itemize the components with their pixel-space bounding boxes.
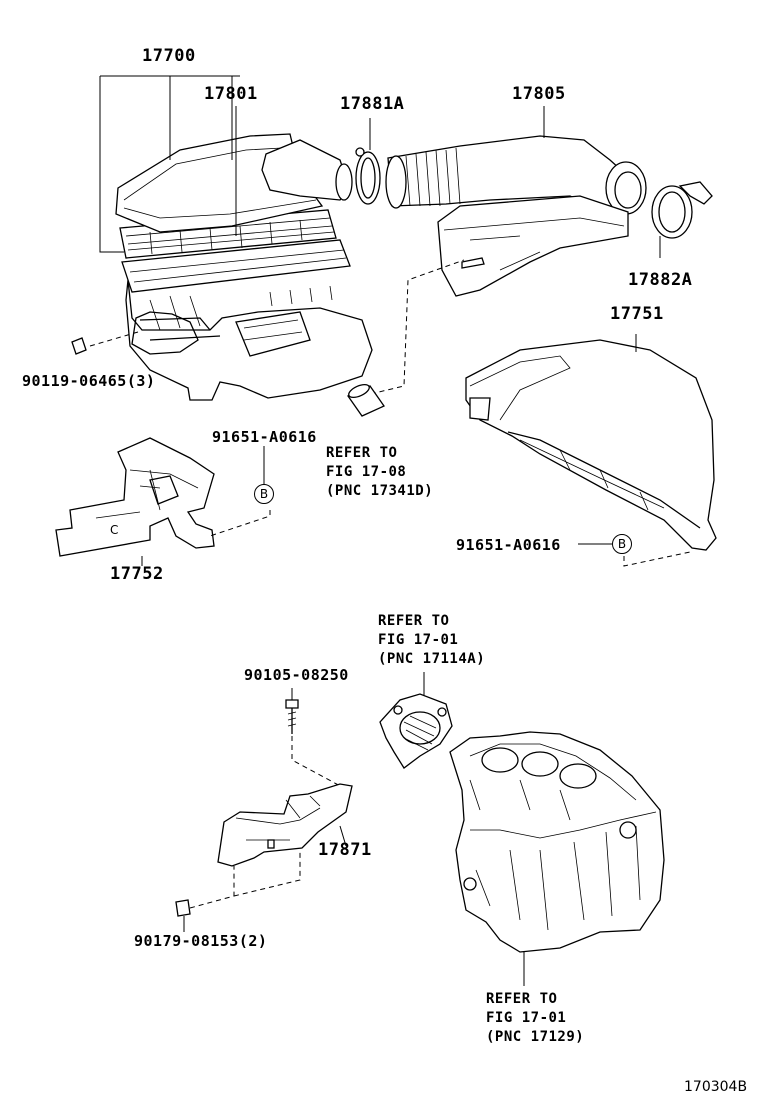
bracket-17871 [217,783,353,867]
part-number-90105: 90105-08250 [244,666,349,684]
dash-bolt-90105 [291,736,345,789]
ref-line-1: REFER TO [378,613,450,629]
part-number-17801: 17801 [204,84,258,104]
reference-mark-b-left: B [254,484,274,504]
leader-17700 [99,75,240,253]
hose-clamp-17881a [355,118,381,205]
dash-b-left [209,510,271,537]
bolt-90119 [71,337,87,355]
hose-clamp-17882a [651,181,713,258]
ref-line-2: FIG 17-01 [486,1010,567,1026]
ref-line-2: FIG 17-01 [378,632,459,648]
part-number-90119: 90119-06465(3) [22,372,156,390]
dash-bolt-90179 [189,852,301,909]
reference-mark-b-right: B [612,534,632,554]
part-number-17882a: 17882A [628,270,693,290]
gasket-17114a [379,672,453,769]
part-number-17751: 17751 [610,304,664,324]
ref-line-1: REFER TO [326,445,398,461]
part-number-17752: 17752 [110,564,164,584]
bracket-letter: C [110,523,119,537]
air-cleaner-assembly [115,133,373,401]
ref-line-2: FIG 17-08 [326,464,407,480]
refer-to-fig-17-08: REFER TO FIG 17-08 (PNC 17341D) [326,444,433,501]
part-number-91651-right: 91651-A0616 [456,536,561,554]
ref-line-3: (PNC 17129) [486,1029,585,1045]
hose-17-08 [347,383,385,417]
part-number-17881a: 17881A [340,94,405,114]
bracket-17752 [55,437,215,566]
dash-b-right [623,551,691,567]
part-number-90179: 90179-08153(2) [134,932,268,950]
part-number-17700: 17700 [142,46,196,66]
refer-to-fig-17-01-manifold: REFER TO FIG 17-01 (PNC 17129) [486,990,584,1047]
refer-to-fig-17-01-gasket: REFER TO FIG 17-01 (PNC 17114A) [378,612,485,669]
bolt-90179 [175,899,191,932]
intake-hose-17805 [385,135,647,297]
bolt-90105 [285,688,299,734]
part-number-91651-left: 91651-A0616 [212,428,317,446]
diagram-code: 170304B [684,1079,748,1095]
dash-ref-17-08 [361,259,465,397]
air-duct-17751 [465,334,717,551]
ref-line-1: REFER TO [486,991,558,1007]
intake-manifold-17129 [449,731,665,986]
part-number-17871: 17871 [318,840,372,860]
ref-line-3: (PNC 17341D) [326,483,434,499]
ref-line-3: (PNC 17114A) [378,651,486,667]
part-number-17805: 17805 [512,84,566,104]
